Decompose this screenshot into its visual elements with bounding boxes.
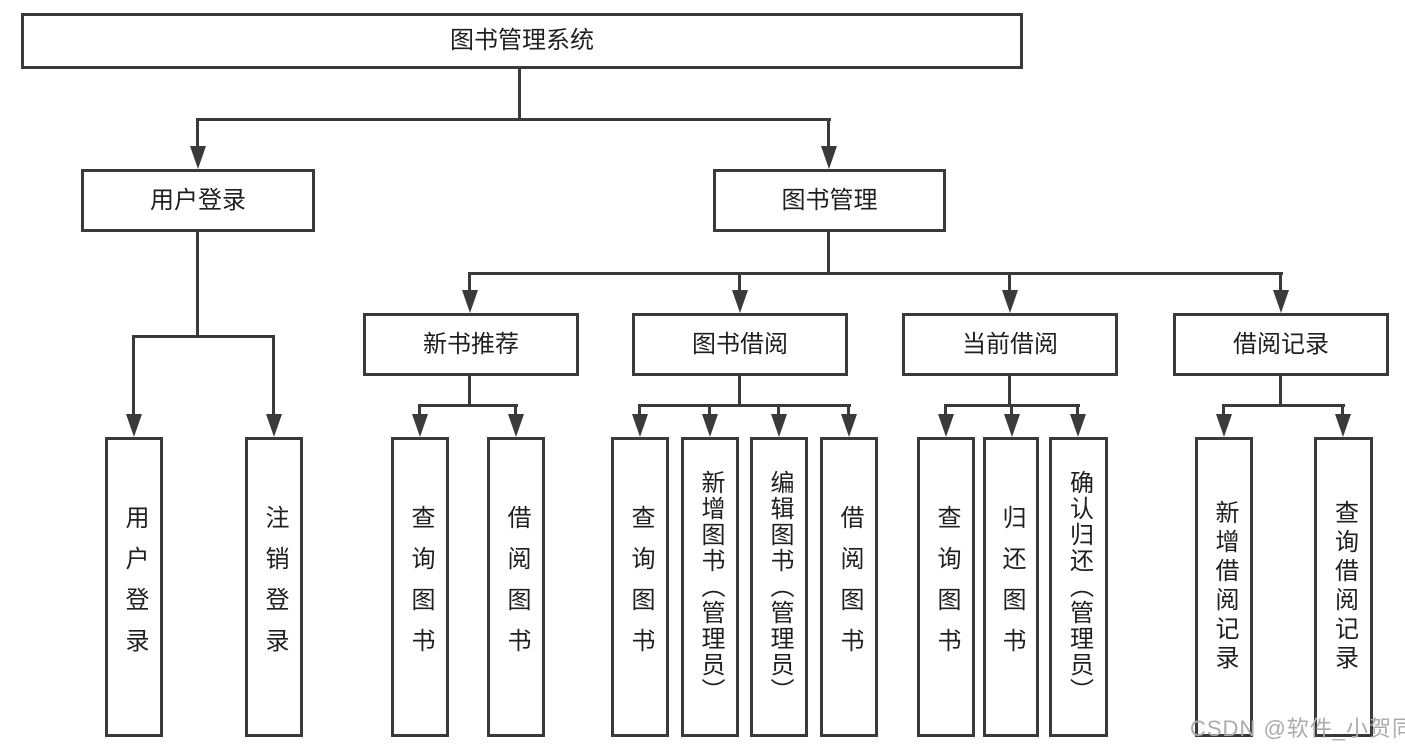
connector-line: [738, 376, 741, 406]
node-new-book-recommend: 新书推荐: [363, 313, 579, 376]
node-root-library-system: 图书管理系统: [21, 13, 1023, 69]
connector-arrowhead-down-icon: [732, 290, 748, 313]
leaf-label: 借阅图书: [836, 505, 863, 669]
connector-line: [468, 376, 471, 406]
connector-line: [418, 404, 518, 407]
leaf-user-login: 用户登录: [105, 437, 163, 737]
connector-arrowhead-down-icon: [508, 414, 524, 437]
leaf-label: 编辑图书（管理员）: [766, 470, 793, 704]
connector-line: [196, 232, 199, 336]
leaf-add-books-admin: 新增图书（管理员）: [681, 437, 739, 737]
connector-line: [827, 118, 830, 148]
connector-arrowhead-down-icon: [462, 290, 478, 313]
leaf-label: 查询图书: [627, 505, 654, 669]
connector-arrowhead-down-icon: [1216, 414, 1232, 437]
connector-line: [738, 272, 741, 291]
connector-line: [418, 404, 421, 416]
leaf-query-books-borrow: 查询图书: [611, 437, 669, 737]
connector-line: [272, 335, 275, 415]
leaf-add-borrow-record: 新增借阅记录: [1195, 437, 1253, 737]
connector-line: [827, 232, 830, 274]
connector-arrowhead-down-icon: [821, 146, 837, 169]
connector-arrowhead-down-icon: [1002, 290, 1018, 313]
leaf-return-books: 归还图书: [983, 437, 1039, 737]
connector-line: [1341, 404, 1344, 416]
connector-line: [1222, 404, 1225, 416]
connector-line: [1279, 272, 1282, 291]
connector-line: [847, 404, 850, 416]
connector-line: [197, 118, 831, 121]
connector-arrowhead-down-icon: [702, 414, 718, 437]
leaf-query-books-current: 查询图书: [917, 437, 975, 737]
connector-line: [1008, 376, 1011, 406]
leaf-label: 注销登录: [261, 505, 288, 669]
connector-arrowhead-down-icon: [938, 414, 954, 437]
connector-line: [777, 404, 780, 416]
leaf-confirm-return-admin: 确认归还（管理员）: [1049, 437, 1108, 737]
leaf-query-books-recommend: 查询图书: [391, 437, 449, 737]
connector-arrowhead-down-icon: [1273, 290, 1289, 313]
node-book-borrow: 图书借阅: [632, 313, 848, 376]
connector-line: [196, 118, 199, 148]
connector-arrowhead-down-icon: [190, 146, 206, 169]
connector-arrowhead-down-icon: [771, 414, 787, 437]
connector-arrowhead-down-icon: [841, 414, 857, 437]
connector-line: [132, 335, 135, 415]
connector-arrowhead-down-icon: [412, 414, 428, 437]
connector-line: [638, 404, 641, 416]
connector-line: [638, 404, 851, 407]
node-current-borrow: 当前借阅: [902, 313, 1118, 376]
connector-line: [1279, 376, 1282, 406]
leaf-label: 查询借阅记录: [1330, 500, 1358, 674]
connector-line: [518, 69, 521, 118]
leaf-borrow-books: 借阅图书: [820, 437, 878, 737]
connector-line: [708, 404, 711, 416]
node-book-management: 图书管理: [713, 169, 946, 232]
leaf-label: 归还图书: [998, 505, 1025, 669]
leaf-query-borrow-record: 查询借阅记录: [1314, 437, 1373, 737]
connector-arrowhead-down-icon: [126, 414, 142, 437]
leaf-label: 用户登录: [121, 505, 148, 669]
connector-line: [468, 272, 1283, 275]
connector-line: [1222, 404, 1345, 407]
node-user-login: 用户登录: [81, 169, 315, 232]
leaf-borrow-books-recommend: 借阅图书: [487, 437, 545, 737]
connector-line: [1008, 272, 1011, 291]
node-borrow-records: 借阅记录: [1173, 313, 1389, 376]
leaf-label: 查询图书: [933, 505, 960, 669]
connector-arrowhead-down-icon: [1335, 414, 1351, 437]
leaf-label: 借阅图书: [503, 505, 530, 669]
csdn-watermark: CSDN @软件_小贺同学: [1190, 716, 1405, 741]
connector-line: [468, 272, 471, 291]
connector-line: [1076, 404, 1079, 416]
leaf-label: 确认归还（管理员）: [1065, 470, 1093, 704]
connector-line: [514, 404, 517, 416]
leaf-logout-login: 注销登录: [245, 437, 303, 737]
leaf-edit-books-admin: 编辑图书（管理员）: [750, 437, 808, 737]
connector-line: [1010, 404, 1013, 416]
connector-arrowhead-down-icon: [632, 414, 648, 437]
connector-arrowhead-down-icon: [1070, 414, 1086, 437]
leaf-label: 新增借阅记录: [1211, 500, 1238, 674]
leaf-label: 新增图书（管理员）: [697, 470, 724, 704]
leaf-label: 查询图书: [407, 505, 434, 669]
connector-arrowhead-down-icon: [266, 414, 282, 437]
connector-line: [944, 404, 947, 416]
connector-arrowhead-down-icon: [1004, 414, 1020, 437]
connector-line: [132, 335, 275, 338]
